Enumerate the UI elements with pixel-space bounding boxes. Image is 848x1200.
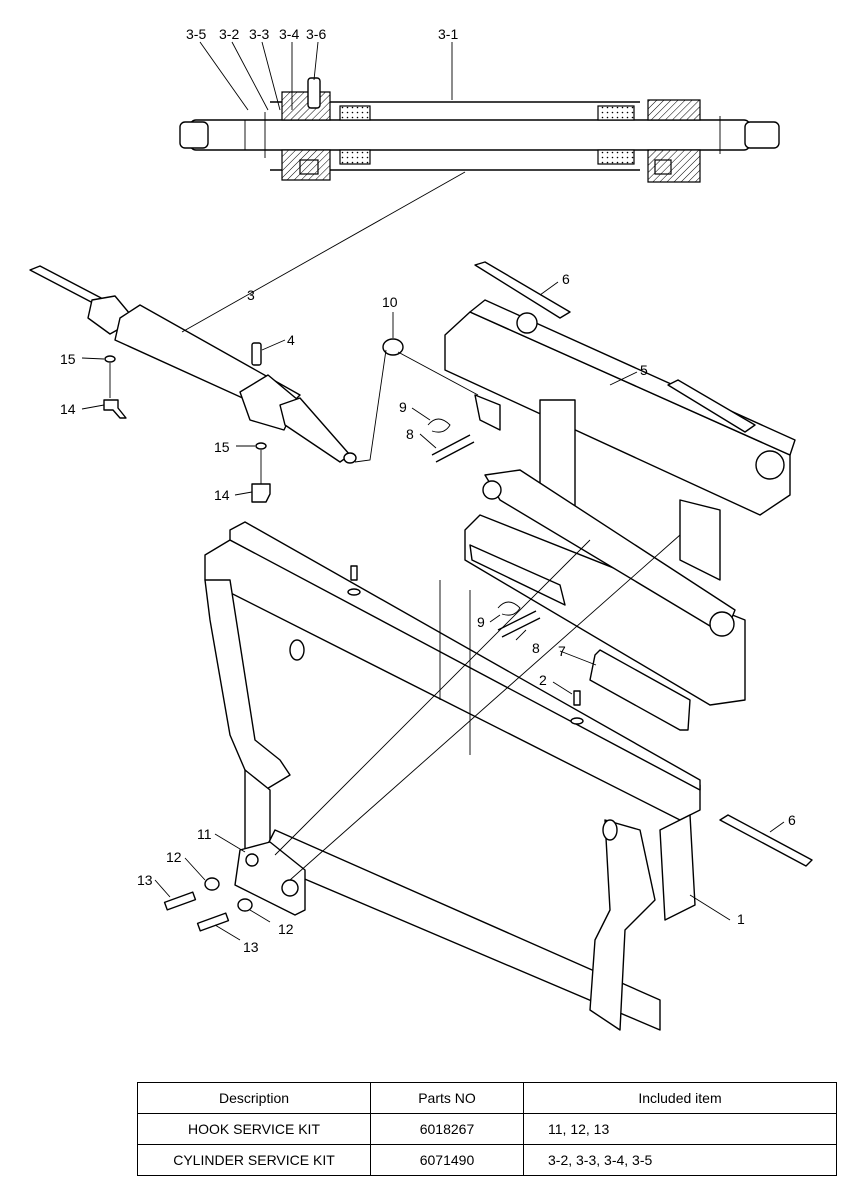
upper-hook-plate xyxy=(464,469,746,731)
service-kit-table: Description Parts NO Included item HOOK … xyxy=(137,1082,837,1176)
exploded-parts-diagram: 3-5 3-2 3-3 3-4 3-6 3-1 3 4 15 14 15 14 … xyxy=(29,26,813,1031)
callout-9-upper: 9 xyxy=(399,399,407,415)
callout-11: 11 xyxy=(197,826,212,842)
callout-15-upper: 15 xyxy=(60,351,76,367)
o-ring-10 xyxy=(382,338,404,356)
hydraulic-cylinder-3 xyxy=(29,265,357,464)
callout-12-lower: 12 xyxy=(278,921,294,937)
callout-3-4: 3-4 xyxy=(279,26,299,42)
bolts-2 xyxy=(347,565,584,725)
cylinder-section-detail xyxy=(179,77,780,183)
row-parts-no: 6071490 xyxy=(370,1144,524,1176)
header-included-item: Included item xyxy=(523,1082,837,1114)
callout-10: 10 xyxy=(382,294,398,310)
callout-7: 7 xyxy=(558,643,566,659)
callout-3-3: 3-3 xyxy=(249,26,269,42)
callout-6-lower: 6 xyxy=(788,812,796,828)
callout-6-upper: 6 xyxy=(562,271,570,287)
fittings-14-15 xyxy=(103,355,271,503)
callout-3-6: 3-6 xyxy=(306,26,326,42)
row-included-item: 3-2, 3-3, 3-4, 3-5 xyxy=(523,1144,837,1176)
callout-5: 5 xyxy=(640,362,648,378)
leader-lines xyxy=(81,41,785,941)
callout-8-upper: 8 xyxy=(406,426,414,442)
callout-3: 3 xyxy=(247,287,255,303)
callout-15-lower: 15 xyxy=(214,439,230,455)
callout-1: 1 xyxy=(737,911,745,927)
main-frame-1 xyxy=(204,521,701,1031)
row-description: HOOK SERVICE KIT xyxy=(137,1113,371,1145)
callout-8-lower: 8 xyxy=(532,640,540,656)
callout-3-5: 3-5 xyxy=(186,26,206,42)
row-included-item: 11, 12, 13 xyxy=(523,1113,837,1145)
table-header-row: Description Parts NO Included item xyxy=(137,1082,837,1114)
callout-2: 2 xyxy=(539,672,547,688)
pin-part-4 xyxy=(251,342,262,366)
hook-bracket-5 xyxy=(444,261,796,581)
row-parts-no: 6018267 xyxy=(370,1113,524,1145)
callout-labels: 3-5 3-2 3-3 3-4 3-6 3-1 3 4 15 14 15 14 … xyxy=(60,26,796,955)
callout-13-lower: 13 xyxy=(243,939,259,955)
table-row: HOOK SERVICE KIT 6018267 11, 12, 13 xyxy=(137,1113,837,1145)
callout-4: 4 xyxy=(287,332,295,348)
slide-bar-6-lower xyxy=(719,814,813,867)
row-description: CYLINDER SERVICE KIT xyxy=(137,1144,371,1176)
table-row: CYLINDER SERVICE KIT 6071490 3-2, 3-3, 3… xyxy=(137,1144,837,1176)
callout-12-upper: 12 xyxy=(166,849,182,865)
hook-11-kit xyxy=(163,841,306,932)
header-description: Description xyxy=(137,1082,371,1114)
header-parts-no: Parts NO xyxy=(370,1082,524,1114)
callout-3-1: 3-1 xyxy=(438,26,458,42)
callout-13-upper: 13 xyxy=(137,872,153,888)
callout-14-upper: 14 xyxy=(60,401,76,417)
callout-9-lower: 9 xyxy=(477,614,485,630)
pins-8-9 xyxy=(427,418,541,638)
callout-3-2: 3-2 xyxy=(219,26,239,42)
callout-14-lower: 14 xyxy=(214,487,230,503)
